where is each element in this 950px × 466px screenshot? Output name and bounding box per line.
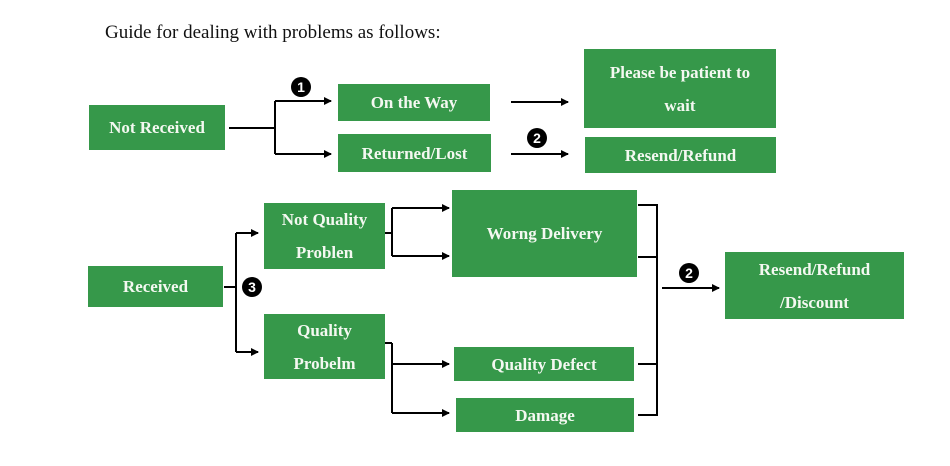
node-not-received: Not Received [89, 105, 225, 150]
step-badge-1: 1 [291, 77, 311, 97]
guide-title: Guide for dealing with problems as follo… [105, 22, 441, 43]
node-damage: Damage [456, 398, 634, 432]
node-please-be-patient: Please be patient to wait [584, 49, 776, 128]
node-not-quality-problem: Not Quality Problen [264, 203, 385, 269]
node-quality-defect: Quality Defect [454, 347, 634, 381]
step-badge-2-bottom: 2 [679, 263, 699, 283]
node-resend-refund: Resend/Refund [585, 137, 776, 173]
node-resend-refund-discount: Resend/Refund /Discount [725, 252, 904, 319]
node-quality-problem: Quality Probelm [264, 314, 385, 379]
node-on-the-way: On the Way [338, 84, 490, 121]
node-returned-lost: Returned/Lost [338, 134, 491, 172]
connector-bracket [638, 204, 658, 416]
node-received: Received [88, 266, 223, 307]
step-badge-3: 3 [242, 277, 262, 297]
node-wrong-delivery: Worng Delivery [452, 190, 637, 277]
step-badge-2-top: 2 [527, 128, 547, 148]
